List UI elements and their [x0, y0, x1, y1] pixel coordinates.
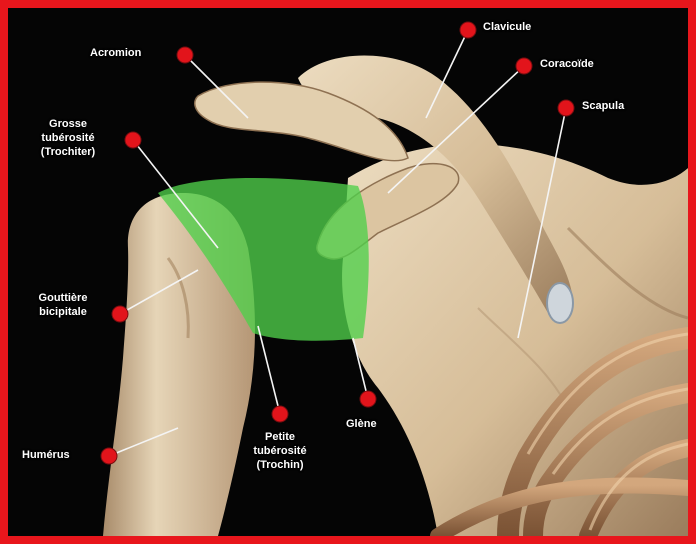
marker-dot-clavicule — [460, 22, 476, 38]
marker-dot-grosse-tuberosite — [125, 132, 141, 148]
label-glene: Glène — [346, 417, 377, 431]
marker-dot-acromion — [177, 47, 193, 63]
label-petite-tuberosite: Petite tubérosité (Trochin) — [230, 430, 330, 472]
marker-dot-scapula — [558, 100, 574, 116]
marker-dot-petite-tuberosite — [272, 406, 288, 422]
leader-line-petite-tuberosite — [258, 326, 280, 414]
marker-dot-gouttiere — [112, 306, 128, 322]
label-grosse-tuberosite: Grosse tubérosité (Trochiter) — [18, 117, 118, 159]
label-coracoide: Coracoïde — [540, 57, 594, 71]
marker-dot-glene — [360, 391, 376, 407]
label-acromion: Acromion — [90, 46, 141, 60]
shoulder-3d-render — [8, 8, 688, 536]
label-clavicule: Clavicule — [483, 20, 531, 34]
label-humerus: Humérus — [22, 448, 70, 462]
label-gouttiere: Gouttière bicipitale — [18, 291, 108, 319]
label-scapula: Scapula — [582, 99, 624, 113]
marker-dot-coracoide — [516, 58, 532, 74]
marker-dot-humerus — [101, 448, 117, 464]
